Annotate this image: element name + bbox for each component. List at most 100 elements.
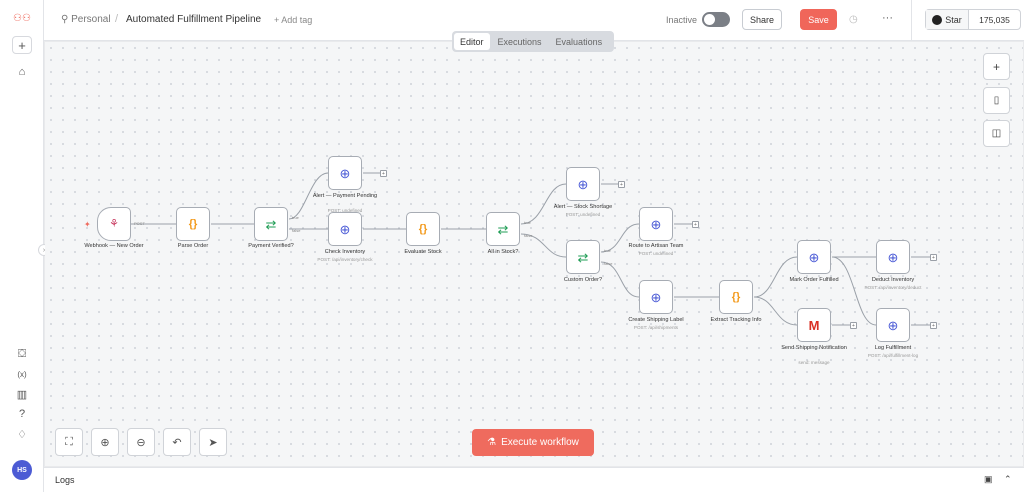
active-toggle[interactable] [702,12,730,27]
node-deduct-inventory[interactable]: ⊕ [876,240,910,274]
node-log-fulfillment[interactable]: ⊕ [876,308,910,342]
zoom-in-button[interactable]: ⊕ [91,428,119,456]
globe-icon: ⊕ [577,176,589,192]
flask-icon: ⚗ [487,437,497,448]
node-evaluate-stock[interactable]: {} [406,212,440,246]
connection [600,261,640,298]
connection [753,296,798,326]
node-label: Alert — Payment Pending [312,193,378,199]
view-tabs: Editor Executions Evaluations [452,31,614,52]
node-route-to-artisan[interactable]: ⊕ [639,207,673,241]
toggle-panel-button[interactable]: ◫ [983,120,1010,147]
globe-icon: ⊕ [887,317,899,333]
node-webhook-new-order[interactable]: ⚘ [97,207,131,241]
edge-label: false [604,261,613,266]
add-connection-button[interactable]: + [850,322,857,329]
tab-evaluations[interactable]: Evaluations [555,36,603,47]
node-label: Alert — Stock Shortage [553,204,613,210]
node-subtitle: send: message [798,360,830,365]
node-check-inventory[interactable]: ⊕ [328,212,362,246]
code-icon: {} [731,290,741,303]
code-icon: {} [418,222,428,235]
edge-label: true [604,248,611,253]
node-subtitle: POST: undefined [638,251,674,256]
globe-icon: ⊕ [339,165,351,181]
if-icon: ⇄ [577,249,589,265]
connection [831,256,877,326]
add-connection-button[interactable]: + [692,221,699,228]
node-subtitle: POST: /api/inventory/check [317,257,373,262]
connection [600,223,640,253]
more-options-icon[interactable]: ··· [882,12,893,24]
history-icon[interactable]: ◷ [849,14,858,25]
edge-label: false [524,233,533,238]
workflow-name[interactable]: Automated Fulfillment Pipeline [126,14,262,25]
add-tag-button[interactable]: + Add tag [274,15,313,25]
logs-label: Logs [55,475,75,485]
node-subtitle: POST: /api/inventory/deduct [864,285,922,290]
create-button[interactable]: + [12,36,32,54]
globe-icon: ⊕ [339,221,351,237]
trigger-bolt-icon: ✦ [84,220,91,229]
fit-view-button[interactable]: ⛶ [55,428,83,456]
panel-icon: ◫ [991,128,1002,139]
notifications-icon[interactable]: ♢ [17,428,27,441]
cursor-icon: ➤ [208,436,218,449]
home-icon[interactable]: ⌂ [18,66,26,78]
node-label: Route to Artisan Team [628,243,684,249]
node-extract-tracking-info[interactable]: {} [719,280,753,314]
edge-label: true [524,220,531,225]
sticky-note-icon: ▯ [993,95,1000,106]
webhook-icon: ⚘ [109,217,119,230]
node-payment-verified[interactable]: ⇄ [254,207,288,241]
node-alert-payment-pending[interactable]: ⊕ [328,156,362,190]
tab-executions[interactable]: Executions [497,36,542,47]
node-custom-order[interactable]: ⇄ [566,240,600,274]
templates-icon[interactable]: ⛋ [17,347,27,360]
node-subtitle: POST: /api/shipments [633,325,679,330]
zoom-out-button[interactable]: ⊖ [127,428,155,456]
node-all-in-stock[interactable]: ⇄ [486,212,520,246]
undo-button[interactable]: ↶ [163,428,191,456]
cursor-button[interactable]: ➤ [199,428,227,456]
node-label: Evaluate Stock [404,249,442,255]
workflow-canvas[interactable] [45,42,1023,466]
chevron-up-icon[interactable]: ⌃ [1004,474,1012,484]
node-subtitle: POST: /api/fulfillment-log [867,353,919,358]
add-sticky-button[interactable]: ▯ [983,87,1010,114]
share-button[interactable]: Share [742,9,782,30]
add-connection-button[interactable]: + [930,322,937,329]
if-icon: ⇄ [265,216,277,232]
owner-label: Personal [71,14,111,25]
github-star-button[interactable]: Star 175,035 [925,9,1021,30]
help-icon[interactable]: ? [18,408,26,420]
if-icon: ⇄ [497,221,509,237]
globe-icon: ⊕ [650,216,662,232]
node-send-shipping-notification[interactable]: M [797,308,831,342]
add-connection-button[interactable]: + [380,170,387,177]
n8n-logo-icon[interactable]: ⚇⚇ [13,12,31,24]
globe-icon: ⊕ [808,249,820,265]
execute-workflow-button[interactable]: ⚗ Execute workflow [472,429,594,456]
globe-icon: ⊕ [887,249,899,265]
connection [753,256,798,298]
add-connection-button[interactable]: + [930,254,937,261]
add-node-button[interactable]: + [983,53,1010,80]
avatar[interactable]: HS [12,460,32,480]
insights-icon[interactable]: ▥ [16,388,28,401]
node-label: Mark Order Fulfilled [789,277,839,283]
github-star-left[interactable]: Star [926,10,969,29]
breadcrumb-owner[interactable]: ⚲ Personal [61,14,111,25]
node-mark-order-fulfilled[interactable]: ⊕ [797,240,831,274]
save-button[interactable]: Save [800,9,837,30]
add-connection-button[interactable]: + [618,181,625,188]
node-alert-stock-shortage[interactable]: ⊕ [566,167,600,201]
variables-icon[interactable]: (x) [17,369,27,379]
logs-bar[interactable]: Logs ▣ ⌃ [44,467,1024,492]
logs-popout-icon[interactable]: ▣ [984,474,993,484]
connection [520,233,567,258]
node-parse-order[interactable]: {} [176,207,210,241]
node-create-shipping-label[interactable]: ⊕ [639,280,673,314]
tab-editor[interactable]: Editor [454,33,490,50]
